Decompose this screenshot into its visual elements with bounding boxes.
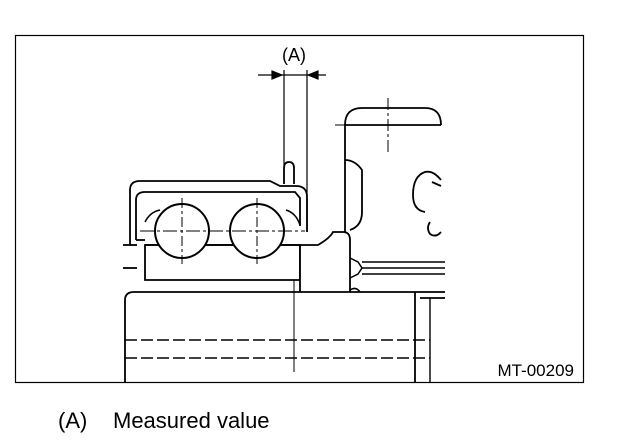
dimension-label: (A): [282, 45, 306, 65]
shaft: [124, 291, 445, 382]
shaft-hidden-lines: [125, 339, 430, 359]
caption: (A) Measured value: [58, 408, 270, 434]
gear-component: [344, 107, 442, 237]
figure-frame: [14, 34, 585, 384]
retaining-pin: [283, 161, 295, 184]
caption-text: Measured value: [113, 408, 270, 433]
dimension-extension-lines: [283, 70, 308, 232]
bearing-housing: [129, 180, 308, 245]
shaft-splines: [349, 257, 445, 293]
caption-key: (A): [58, 408, 88, 433]
bearing-measurement-diagram: (A): [14, 34, 585, 384]
figure-code: MT-00209: [497, 361, 574, 380]
bearing-outer-race: [144, 209, 301, 226]
dimension-arrows: [258, 70, 326, 80]
shaft-collar: [299, 231, 351, 292]
gear-centerline: [335, 98, 440, 155]
housing-edge-ticks: [123, 244, 137, 269]
